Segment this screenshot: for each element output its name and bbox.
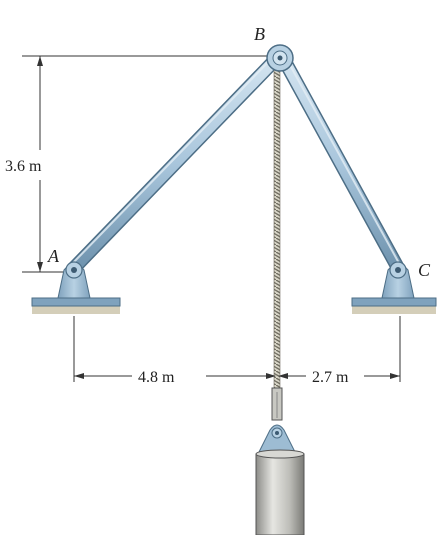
member-ab xyxy=(67,51,284,275)
label-b: B xyxy=(254,24,265,44)
height-label: 3.6 m xyxy=(5,158,42,175)
cylinder-weight xyxy=(255,449,305,535)
right-span-label: 2.7 m xyxy=(312,369,349,386)
left-span-label: 4.8 m xyxy=(138,369,175,386)
pin-support-a xyxy=(31,261,121,314)
rope-clevis xyxy=(271,387,283,421)
cable xyxy=(273,61,281,393)
member-bc xyxy=(276,51,405,275)
joint-b xyxy=(266,44,294,72)
weight-hanger xyxy=(257,424,297,455)
height-dimension: 3.6 m xyxy=(5,55,268,273)
pin-support-c xyxy=(351,261,437,314)
span-dimensions: 4.8 m 2.7 m xyxy=(73,316,401,386)
label-c: C xyxy=(418,260,431,280)
label-a: A xyxy=(47,246,60,266)
